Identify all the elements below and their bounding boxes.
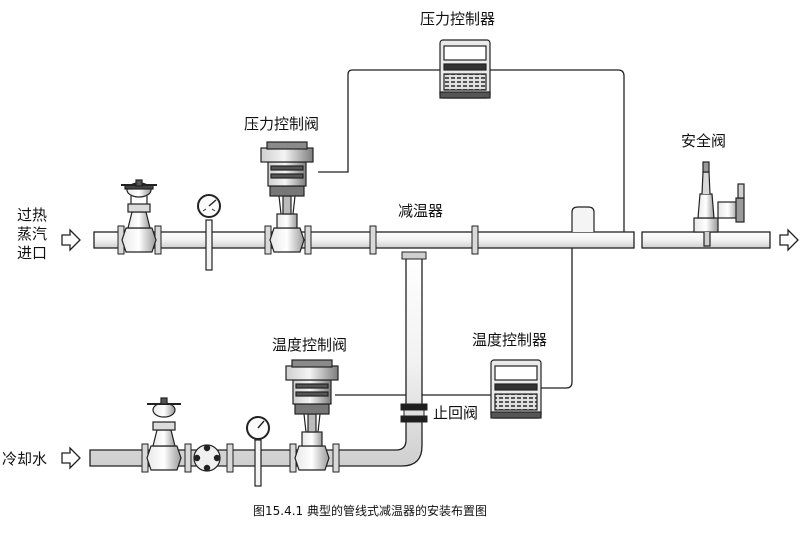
steam-inlet-label-line3: 进口: [17, 244, 48, 262]
temperature-control-valve: [285, 359, 339, 471]
steam-outlet-arrow: [779, 228, 799, 252]
check-valve-label: 止回阀: [433, 404, 479, 422]
check-valve-symbol: [400, 403, 428, 423]
figure-caption: 图15.4.1 典型的管线式减温器的安装布置图: [253, 504, 487, 518]
pressure-control-valve: [260, 141, 314, 253]
temperature-sensor: [571, 206, 595, 232]
water-pressure-gauge: [246, 416, 270, 487]
temperature-controller-unit: [490, 359, 542, 419]
temp-controller-label: 温度控制器: [472, 331, 548, 349]
pressure-controller-label: 压力控制器: [420, 10, 496, 28]
strainer: [193, 444, 221, 472]
pressure-controller-unit: [439, 39, 491, 99]
steam-inlet-label-line1: 过热: [17, 206, 48, 224]
temp-control-valve-label: 温度控制阀: [272, 336, 348, 354]
water-inlet-arrow: [61, 446, 81, 470]
cooling-water-riser: [89, 251, 428, 467]
steam-inlet-label-line2: 蒸汽: [17, 225, 48, 243]
steam-isolating-valve: [121, 179, 157, 253]
pressure-control-valve-label: 压力控制阀: [244, 115, 320, 133]
flow-arrows: [61, 228, 799, 470]
cooling-water-label: 冷却水: [2, 450, 48, 468]
steam-inlet-arrow: [61, 228, 81, 252]
steam-inlet-label: 过热 蒸汽 进口: [17, 206, 47, 263]
desuperheater-label: 减温器: [398, 202, 444, 220]
main-steam-pipe: [93, 225, 771, 255]
safety-valve: [693, 161, 745, 247]
safety-valve-label: 安全阀: [681, 132, 727, 150]
water-isolating-valve: [146, 397, 182, 471]
steam-pressure-gauge: [197, 194, 221, 271]
